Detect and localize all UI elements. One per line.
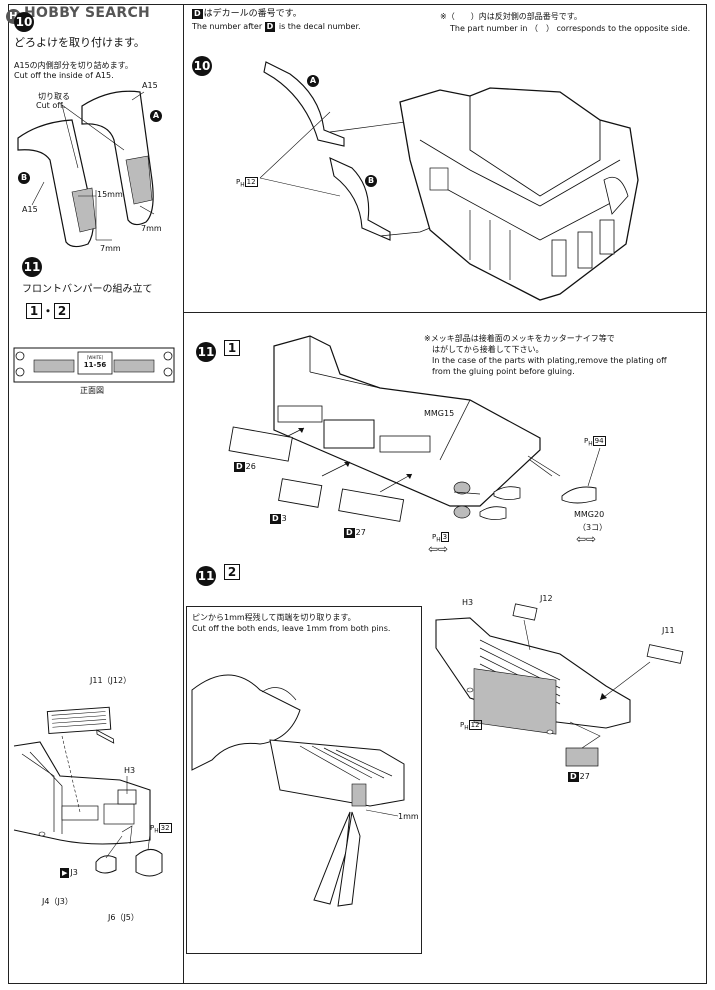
sub-step-1: 1 bbox=[26, 303, 42, 319]
part-a15-top: A15 bbox=[142, 81, 158, 90]
dim-1mm: 1mm bbox=[398, 812, 419, 821]
part-a15-left: A15 bbox=[22, 205, 38, 214]
dim-7mm-right: 7mm bbox=[141, 224, 162, 233]
qty-label: （3コ） bbox=[578, 523, 608, 532]
page-frame bbox=[8, 4, 707, 984]
cut-label-jp: 切り取る bbox=[38, 92, 70, 101]
j11-right-label: J11 bbox=[662, 626, 675, 635]
label-a-circle: A bbox=[150, 110, 162, 122]
h3-label: H3 bbox=[124, 766, 136, 775]
pin-cut-en: Cut off the both ends, leave 1mm from bo… bbox=[192, 624, 391, 633]
plating-note-en2: from the gluing point before gluing. bbox=[432, 367, 575, 376]
sub-steps: 1・2 bbox=[26, 300, 71, 319]
plating-note-jp1: ※メッキ部品は接着面のメッキをカッターナイフ等で bbox=[424, 334, 615, 343]
decal-note-en: The number after D is the decal number. bbox=[192, 22, 361, 32]
label-a-circle-right: A bbox=[307, 75, 319, 87]
mmg15-label: MMG15 bbox=[424, 409, 455, 418]
mmg20-label: MMG20 bbox=[574, 510, 605, 519]
j12-right-label: J12 bbox=[540, 594, 553, 603]
column-divider bbox=[183, 4, 184, 984]
pin-cut-callout bbox=[186, 606, 422, 954]
j11-label: J11（J12） bbox=[90, 676, 132, 685]
both-sides-arrow-icon-2: ⇦⇨ bbox=[428, 542, 449, 556]
paren-note-en: The part number in （ ） corresponds to th… bbox=[450, 24, 691, 33]
step-10-title: どろよけを取り付けます。 bbox=[14, 36, 145, 49]
dim-15mm: 15mm bbox=[97, 190, 123, 199]
step-11-badge: 11 bbox=[22, 257, 42, 277]
note-en: Cut off the inside of A15. bbox=[14, 71, 114, 80]
pin-cut-jp: ピンから1mm程残して両端を切り取ります。 bbox=[192, 613, 356, 622]
plating-note-jp2: はがしてから接着して下さい。 bbox=[432, 345, 544, 354]
note-jp: A15の内側部分を切り詰めます。 bbox=[14, 61, 133, 70]
plating-note-en1: In the case of the parts with plating,re… bbox=[432, 356, 667, 365]
both-sides-arrow-icon: ⇦⇨ bbox=[576, 532, 597, 546]
step-11-1-heading: 11 1 bbox=[196, 340, 241, 362]
h3-right-label: H3 bbox=[462, 598, 474, 607]
plate-line-1: [WHITE] bbox=[86, 355, 104, 360]
label-b-circle-right: B bbox=[365, 175, 377, 187]
front-view-label: 正面図 bbox=[80, 386, 104, 395]
paren-note-jp: ※（ ）内は反対側の部品番号です。 bbox=[440, 12, 582, 21]
j4-label: J4（J3） bbox=[42, 897, 73, 906]
j3-label: ▶J3 bbox=[60, 868, 78, 878]
label-b-circle: B bbox=[18, 172, 30, 184]
sub-step-2: 2 bbox=[54, 303, 71, 319]
step-10-right-badge: 10 bbox=[192, 56, 212, 76]
plate-line-2: 11-56 bbox=[83, 361, 107, 369]
step-10-badge: 10 bbox=[14, 12, 34, 32]
section-divider bbox=[184, 312, 706, 313]
cut-label-en: Cut off. bbox=[36, 101, 66, 110]
step-11-title: フロントバンパーの組み立て bbox=[22, 284, 153, 295]
dim-7mm-bottom: 7mm bbox=[100, 244, 121, 253]
j6-label: J6（J5） bbox=[108, 913, 139, 922]
step-11-2-heading: 11 2 bbox=[196, 564, 241, 586]
